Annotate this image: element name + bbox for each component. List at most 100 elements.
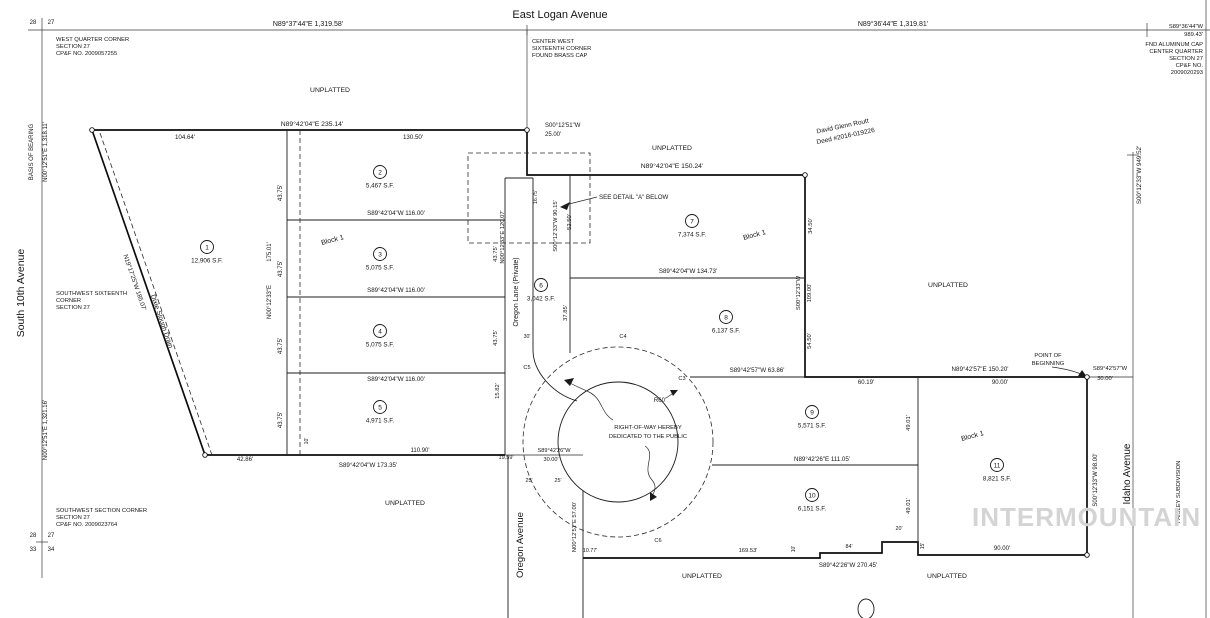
arrowhead-icon [564,378,574,386]
dim: 43.75' [278,185,284,201]
corner-note: CORNER [56,298,81,304]
dim: 16.75' [533,190,539,204]
lot-number-circle [805,488,819,502]
unplatted: UNPLATTED [682,573,722,580]
corner-note: SECTION 27 [1169,56,1203,62]
lot-number: 10 [808,492,816,499]
lot-number: 4 [378,328,382,335]
dim: 49.01' [906,498,912,514]
pob-leader-line [1051,366,1084,376]
block-label: Block 1 [743,229,767,242]
corner-note: SECTION 27 [56,44,90,50]
lot-number-circle [373,400,387,414]
corner-note: SIXTEENTH CORNER [532,46,591,52]
detail-a-box [467,152,591,244]
dim: S00°12'33"W 90.15' [553,200,559,251]
subdivision-name: PAISLEY SUBDIVISION [1176,461,1182,524]
dim: 130.50' [403,134,423,141]
dim: 10.77' [583,548,598,554]
lot-11: 118,821 S.F. [983,458,1012,483]
dim: S00°12'33"W 949.52' [1136,146,1143,204]
lot-number-circle [990,458,1004,472]
dim: 19.59' [498,455,513,461]
dim: 34.50' [808,218,814,234]
lot-1: 112,906 S.F. [191,240,223,265]
curve-label: C5 [523,365,530,371]
dim: 43.75' [493,246,499,262]
dim: 43.75' [493,330,499,346]
lot-number: 2 [378,169,382,176]
curve-label: C6 [654,538,661,544]
street-south-10th: South 10th Avenue [15,249,27,338]
dim: 175.01' [267,242,273,262]
curly-arrow-icon [644,445,656,497]
dim: 10' [304,438,310,445]
street-oregon-lane: Oregon Lane (Private) [513,257,520,326]
dim: S89°42'04"W 116.00' [367,376,425,383]
dim: S00°12'33"W [796,275,802,310]
lot-number: 5 [378,404,382,411]
detail-note: SEE DETAIL "A" BELOW [599,194,669,201]
oregon-lane-east-line [532,178,578,402]
lot-area: 5,075 S.F. [366,265,395,272]
lot-3: 35,075 S.F. [366,247,395,272]
dim: 30' [524,334,531,340]
street-idaho-avenue: Idaho Avenue [1122,443,1133,504]
unplatted: UNPLATTED [385,500,425,507]
corner-note: CENTER WEST [532,39,575,45]
lot-number-circle [534,278,548,292]
lot-area: 12,906 S.F. [191,258,223,265]
dim: 30.00' [543,457,558,463]
lot-area: 4,971 S.F. [366,418,395,425]
right-of-way-bulb-circle [557,381,679,503]
lot-number-circle [373,247,387,261]
dim: 60.19' [858,380,874,386]
corner-note: FOUND BRASS CAP [532,53,588,59]
drain-line [99,132,214,459]
dim: N89°42'26"E 111.05' [794,456,850,463]
section-number: 34 [48,547,55,553]
lot-number-circle [373,165,387,179]
basis-of-bearing: BASIS OF BEARING [29,124,35,181]
corner-note: CP&F NO. 2009057255 [56,51,117,57]
dim: 10' [791,546,797,553]
lot-number-circle [719,310,733,324]
dim: 20' [895,526,902,532]
dim: 49.01' [906,415,912,431]
section-number: 33 [30,547,37,553]
block-label: Block 1 [321,234,345,247]
monument-icon [202,452,208,458]
dim: N00°12'51"E 1,321.16' [43,400,49,460]
lot-4: 45,075 S.F. [366,324,394,349]
dim: 42.86' [237,457,253,463]
lot-number: 6 [539,282,543,289]
lot-10: 106,151 S.F. [798,488,826,513]
dim: S89°42'57"W 63.86' [730,367,785,374]
dim: 43.75' [278,338,284,354]
lot-6: 63,042 S.F. [527,278,555,303]
corner-note: SECTION 27 [56,515,90,521]
lot-9: 95,571 S.F. [798,405,826,430]
dim: N00°12'51"E 1,318.11' [43,122,49,182]
dim: 52.50' [567,214,573,230]
unplatted: UNPLATTED [310,87,350,94]
monument-icon [1084,374,1090,380]
easements [99,130,591,459]
lot-number: 8 [724,314,728,321]
pob-note: POINT OF [1034,353,1062,359]
dim: 90.00' [994,546,1010,552]
symbol-ellipse [857,598,875,618]
lot-number-circle [373,324,387,338]
dim: S00°12'33"W 98.00' [1093,453,1099,506]
dim: N89°42'57"E 150.20' [952,366,1009,373]
section-number: 27 [48,20,55,26]
monuments [89,127,1090,618]
cul-de-sac [522,346,714,538]
lot-area: 8,821 S.F. [983,476,1012,483]
dim: S89°42'26"W 270.45' [819,562,877,569]
lot-7: 77,374 S.F. [678,214,706,239]
lot-number-circle [805,405,819,419]
